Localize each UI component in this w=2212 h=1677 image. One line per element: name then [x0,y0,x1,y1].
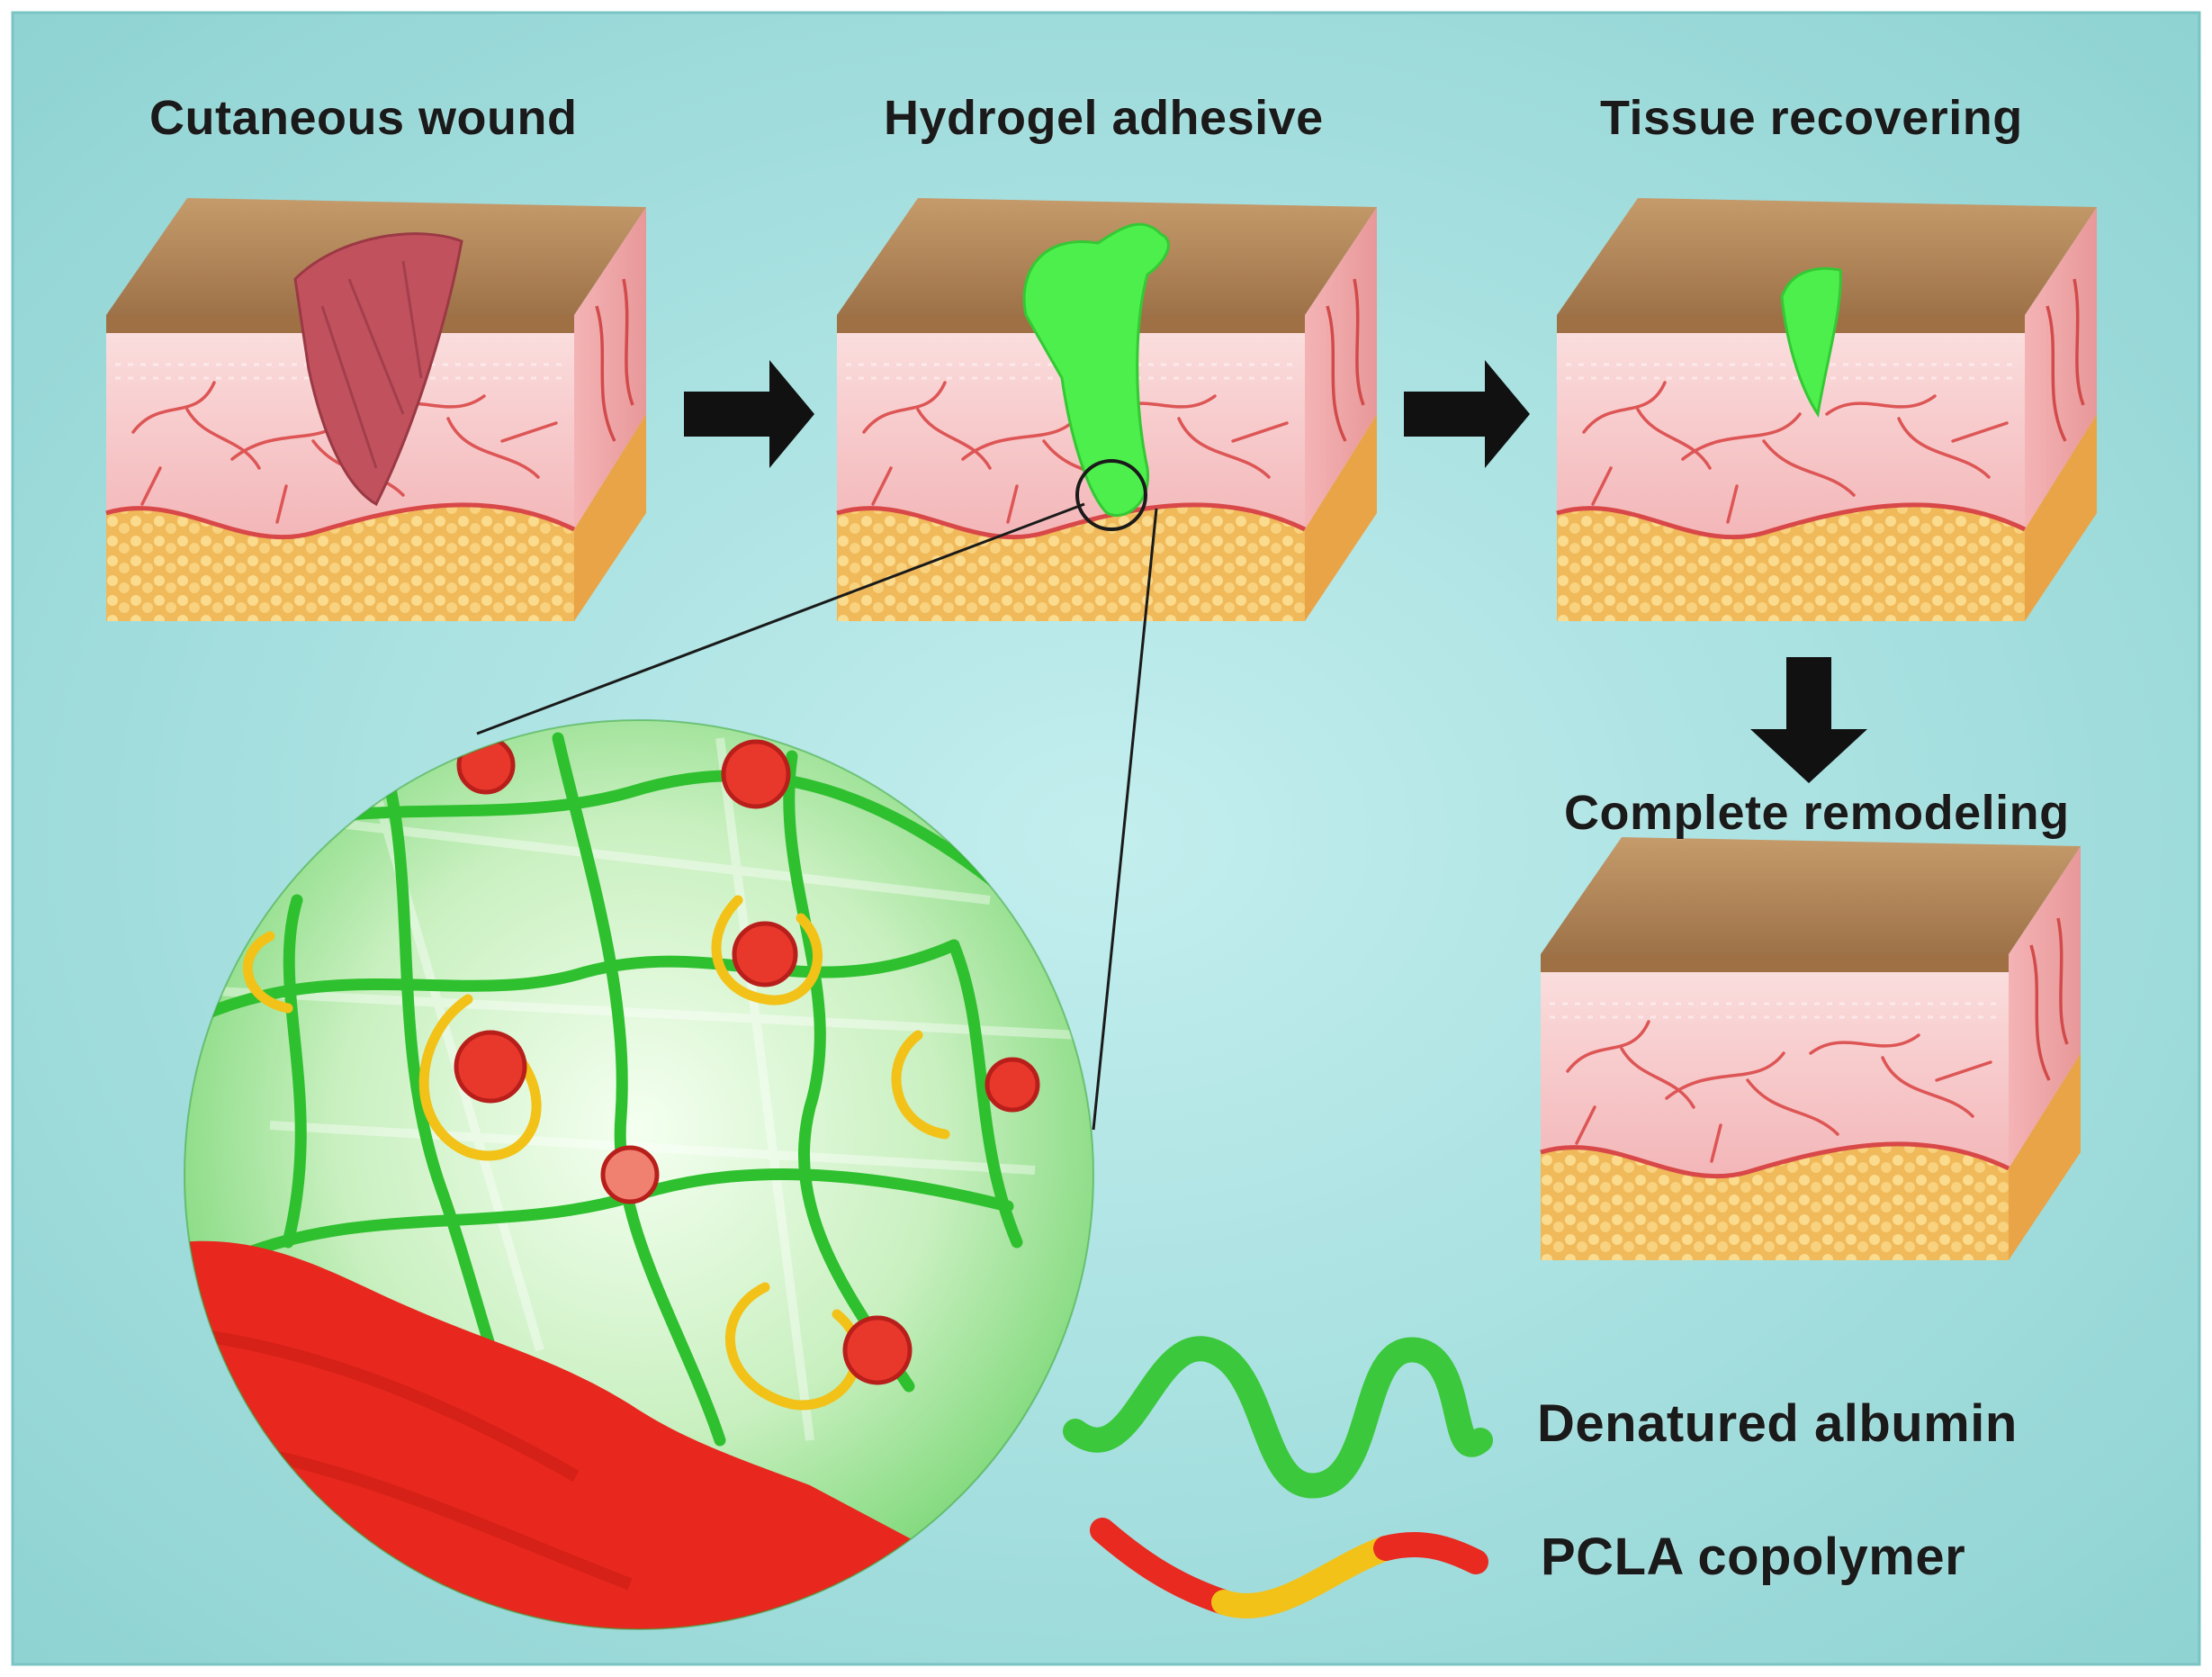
arrow-down [1750,657,1867,783]
red-yellow-strand-icon [1090,1518,1488,1618]
tissue-surface [184,1240,1093,1629]
green-wave-icon [1063,1336,1493,1499]
hydrogel-fill [1022,222,1170,517]
hydrogel-residue [1780,266,1842,418]
stage-title-hydrogel-adhesive: Hydrogel adhesive [884,91,1324,145]
zoom-magnifier [184,720,1093,1629]
skin-block-wound [106,198,646,621]
stage-title-tissue-recovering: Tissue recovering [1600,91,2023,145]
stage-title-cutaneous-wound: Cutaneous wound [149,91,578,145]
stage-title-complete-remodeling: Complete remodeling [1564,786,2070,840]
zoom-focus-circle [1075,459,1147,531]
legend-label-denatured-albumin: Denatured albumin [1537,1394,2018,1453]
zoom-line-right [1092,508,1158,1131]
skin-block-complete [1541,837,2081,1260]
skin-block-recovering [1557,198,2097,621]
arrow-right-2 [1404,360,1530,468]
open-wound [293,232,463,507]
legend-label-pcla-copolymer: PCLA copolymer [1541,1528,1966,1586]
arrow-right-1 [684,360,814,468]
skin-block-hydrogel [837,198,1377,621]
zoom-line-left [476,502,1085,735]
